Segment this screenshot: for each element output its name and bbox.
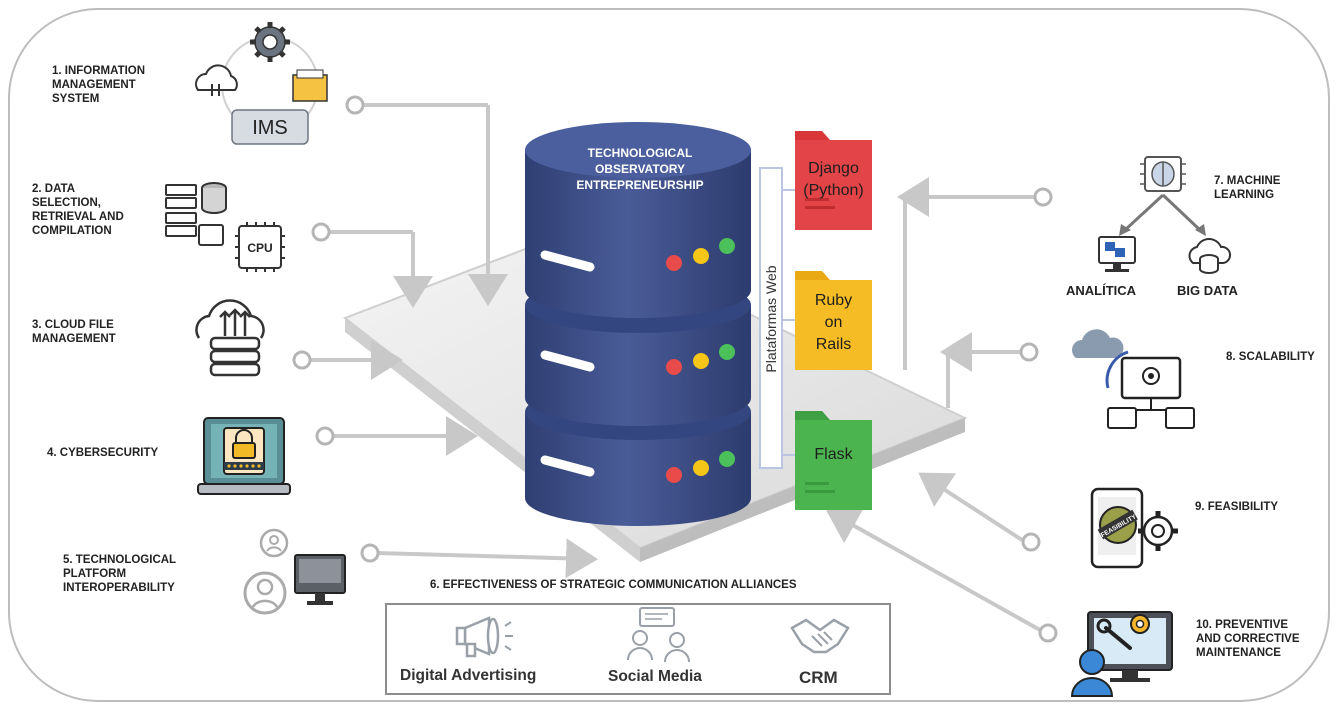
ruby-folder bbox=[795, 271, 872, 370]
database-cylinder bbox=[525, 122, 751, 526]
django-folder bbox=[795, 131, 872, 230]
item6-title: 6. EFFECTIVENESS OF STRATEGIC COMMUNICAT… bbox=[430, 579, 797, 591]
cpu-chip-icon: CPU bbox=[235, 222, 285, 272]
cloud-database-icon bbox=[195, 299, 265, 377]
right-connectors bbox=[826, 177, 1041, 632]
flask-label: Flask bbox=[814, 446, 853, 463]
item9-label: 9. FEASIBILITY bbox=[1195, 501, 1279, 513]
data-servers-icon: CPU bbox=[165, 182, 285, 272]
cloud-sync-icon bbox=[195, 64, 238, 96]
interoperability-icon bbox=[243, 528, 346, 615]
item10-label: 10. PREVENTIVE AND CORRECTIVE MAINTENANC… bbox=[1196, 619, 1300, 659]
monitor-icon bbox=[294, 554, 346, 605]
gear-icon bbox=[1138, 511, 1178, 551]
item7-label: 7. MACHINE LEARNING bbox=[1214, 175, 1281, 201]
big-data-cloud-icon bbox=[1188, 238, 1232, 274]
item1-label: 1. INFORMATION MANAGEMENT SYSTEM bbox=[52, 65, 146, 105]
cpu-chip-text: CPU bbox=[247, 241, 272, 255]
social-media-icon bbox=[627, 607, 690, 663]
megaphone-icon bbox=[455, 616, 513, 658]
analytics-monitor-icon bbox=[1098, 236, 1136, 272]
item2-label: 2. DATA SELECTION, RETRIEVAL AND COMPILA… bbox=[32, 183, 124, 237]
machine-learning-icon bbox=[1098, 156, 1232, 274]
digital-advertising-label: Digital Advertising bbox=[400, 667, 537, 684]
db-title-line1: TECHNOLOGICAL bbox=[588, 146, 693, 160]
maintenance-icon bbox=[1070, 611, 1173, 697]
item5-label: 5. TECHNOLOGICAL PLATFORM INTEROPERABILI… bbox=[63, 554, 177, 594]
gear-icon bbox=[250, 22, 290, 62]
wrench-icon bbox=[1104, 626, 1132, 650]
cybersecurity-laptop-icon bbox=[197, 417, 291, 495]
item4-label: 4. CYBERSECURITY bbox=[47, 447, 159, 459]
ims-badge-text: IMS bbox=[252, 117, 288, 139]
db-title-line2: OBSERVATORY bbox=[595, 162, 685, 176]
ims-badge bbox=[231, 109, 309, 145]
handshake-icon bbox=[790, 618, 850, 654]
settings-icon bbox=[1142, 367, 1160, 385]
crm-label: CRM bbox=[799, 668, 838, 687]
left-connector-nodes bbox=[292, 95, 380, 563]
web-platforms-bracket bbox=[759, 167, 797, 469]
db-title-line3: ENTREPRENEURSHIP bbox=[576, 178, 703, 192]
ruby-label: Ruby on Rails bbox=[814, 292, 853, 353]
folder-icon bbox=[292, 69, 328, 102]
ims-icon-group: IMS bbox=[195, 22, 328, 145]
scalability-network-icon bbox=[1072, 329, 1195, 429]
left-connectors bbox=[310, 103, 598, 579]
flask-folder bbox=[795, 411, 872, 510]
item3-label: 3. CLOUD FILE MANAGEMENT bbox=[32, 319, 116, 345]
gear-icon bbox=[1130, 614, 1150, 634]
brain-chip-icon bbox=[1140, 156, 1186, 192]
right-connector-nodes bbox=[1019, 187, 1058, 643]
big-data-label: BIG DATA bbox=[1177, 283, 1238, 298]
social-media-label: Social Media bbox=[608, 668, 702, 685]
web-platforms-label: Plataformas Web bbox=[763, 265, 779, 373]
item8-label: 8. SCALABILITY bbox=[1226, 351, 1315, 363]
analitica-label: ANALÍTICA bbox=[1066, 283, 1137, 298]
lock-icon bbox=[232, 442, 256, 459]
person-icon bbox=[1079, 649, 1105, 675]
django-label: Django (Python) bbox=[803, 160, 864, 199]
feasibility-phone-icon: FEASIBILITY bbox=[1090, 487, 1178, 569]
